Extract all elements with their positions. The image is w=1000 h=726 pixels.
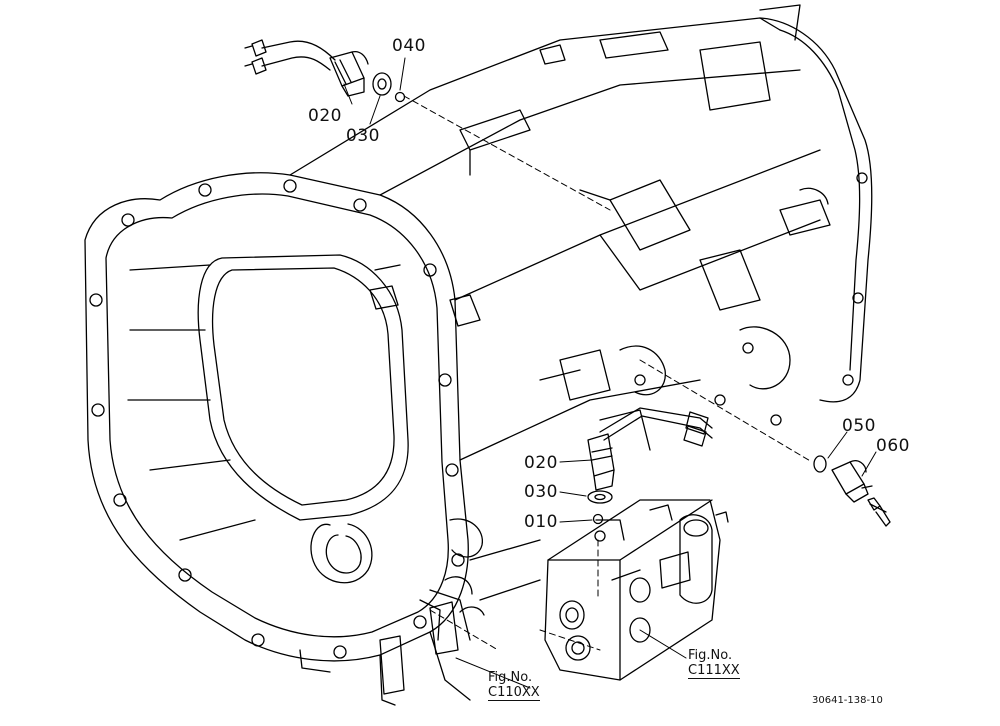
part-label-030-middle: 030	[524, 482, 558, 502]
part-label-010-middle: 010	[524, 512, 558, 532]
transmission-housing	[84, 4, 873, 706]
leader-lines	[343, 57, 877, 689]
assembly-centerlines	[403, 95, 813, 651]
part-label-020-top: 020	[308, 106, 342, 126]
figure-ref-c110xx[interactable]: Fig.No. C110XX	[488, 670, 540, 701]
part-label-060: 060	[876, 436, 910, 456]
part-label-030-top: 030	[346, 126, 380, 146]
figure-ref-c111xx[interactable]: Fig.No. C111XX	[688, 648, 740, 679]
valve-block	[544, 499, 729, 681]
figure-ref-c111xx-prefix: Fig.No.	[688, 648, 733, 663]
figure-ref-c110xx-number[interactable]: C110XX	[488, 685, 540, 701]
figure-ref-c111xx-number[interactable]: C111XX	[688, 663, 740, 679]
top-sensor-assembly	[244, 39, 406, 103]
part-label-050: 050	[842, 416, 876, 436]
figure-ref-c110xx-prefix: Fig.No.	[488, 670, 533, 685]
drawing-code: 30641-138-10	[812, 695, 883, 706]
middle-sensor-assembly	[587, 407, 713, 525]
right-sensor-assembly	[813, 455, 891, 527]
part-label-040-top: 040	[392, 36, 426, 56]
part-label-020-middle: 020	[524, 453, 558, 473]
